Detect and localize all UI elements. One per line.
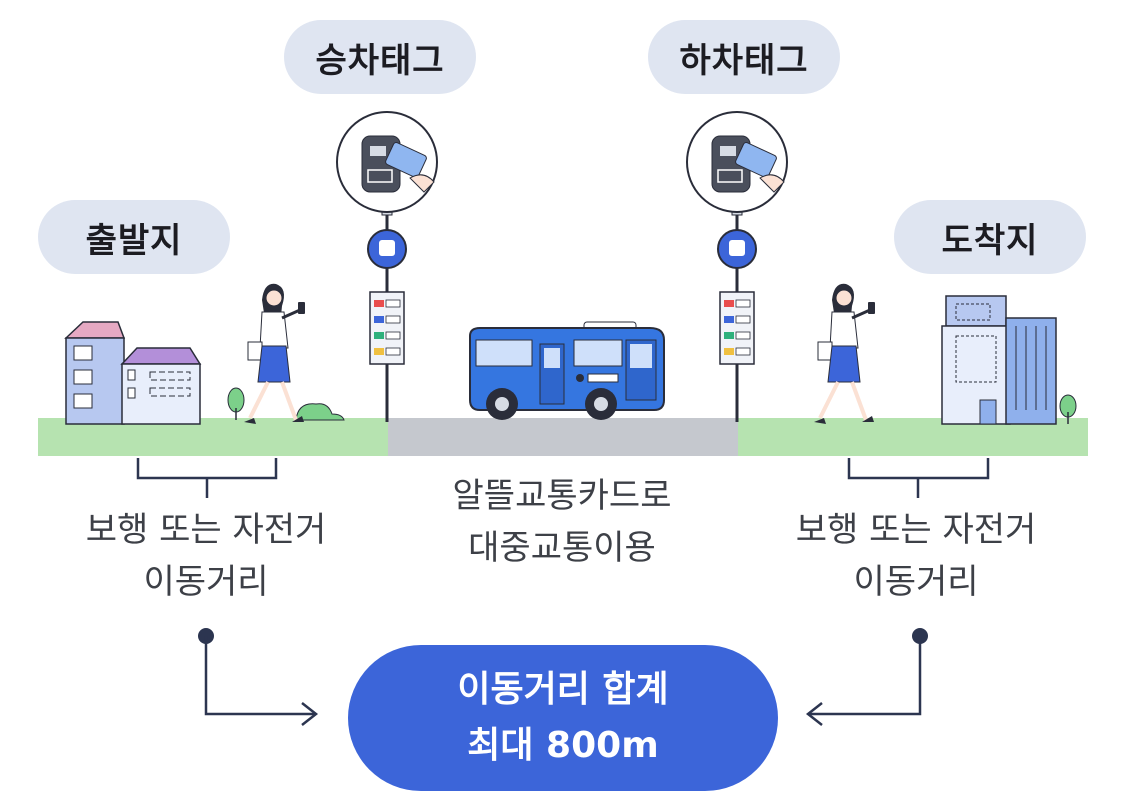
walking-woman-icon (244, 283, 305, 424)
left-caption: 보행 또는 자전거 이동거리 (20, 504, 392, 608)
right-caption-line2: 이동거리 (853, 562, 979, 602)
left-caption-line1: 보행 또는 자전거 (85, 510, 327, 550)
left-caption-line2: 이동거리 (143, 562, 269, 602)
bracket-right (847, 458, 990, 498)
destination-label: 도착지 (894, 200, 1086, 274)
total-distance-title: 이동거리 합계 (457, 669, 669, 710)
total-distance-value: 최대 800m (467, 725, 659, 766)
center-caption: 알뜰교통카드로 대중교통이용 (376, 470, 748, 574)
boarding-tag-label: 승차태그 (284, 20, 476, 94)
bus-icon (469, 321, 665, 420)
arrow-left-icon (805, 628, 928, 726)
road (388, 418, 738, 456)
office-building-icon (941, 295, 1057, 425)
center-caption-line2: 대중교통이용 (468, 528, 656, 568)
tree-icon (1059, 394, 1077, 424)
origin-label: 출발지 (38, 200, 230, 274)
walking-woman-icon (814, 283, 875, 424)
destination-label-text: 도착지 (941, 220, 1039, 261)
right-caption-line1: 보행 또는 자전거 (795, 510, 1037, 550)
origin-label-text: 출발지 (85, 220, 183, 261)
boarding-tag-text: 승차태그 (315, 40, 445, 81)
center-caption-line1: 알뜰교통카드로 (452, 476, 672, 516)
alighting-tag-label: 하차태그 (648, 20, 840, 94)
total-distance-badge: 이동거리 합계 최대 800m (348, 645, 778, 791)
arrow-right-icon (198, 628, 319, 726)
bracket-left (136, 458, 278, 498)
card-reader-icon (336, 111, 438, 213)
building-icon (64, 321, 202, 425)
right-caption: 보행 또는 자전거 이동거리 (730, 504, 1102, 608)
card-reader-icon (686, 111, 788, 213)
tree-icon (227, 387, 345, 421)
alighting-tag-text: 하차태그 (679, 40, 809, 81)
